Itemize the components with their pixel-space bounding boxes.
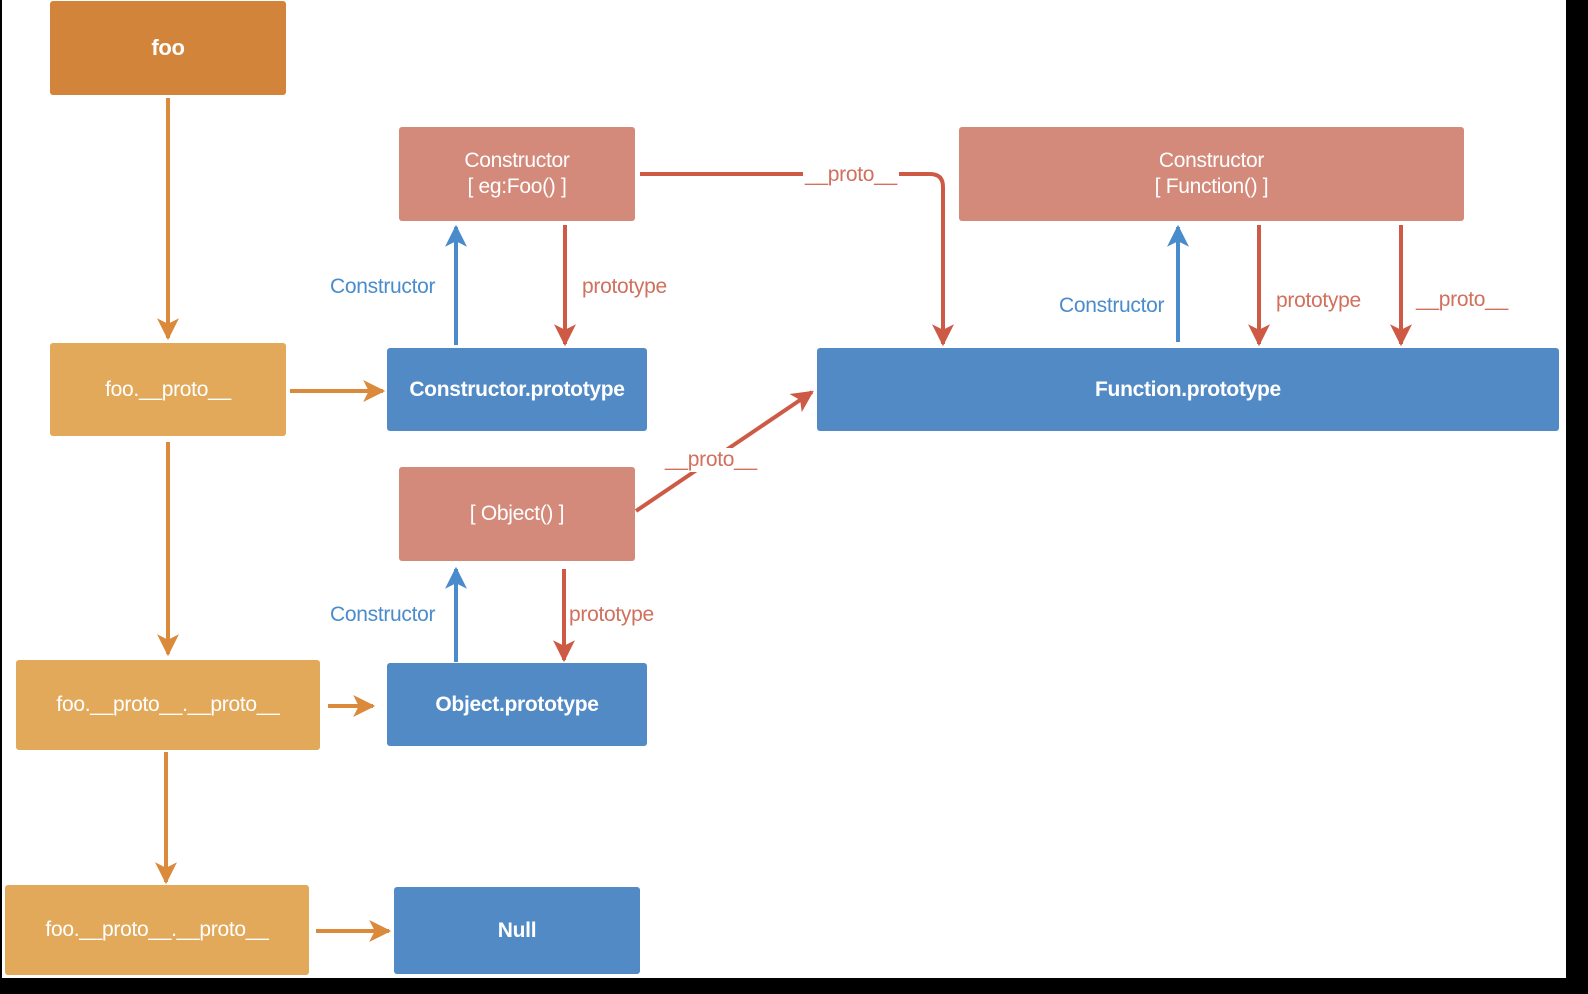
node-constructor-function: Constructor [ Function() ]: [959, 127, 1464, 221]
node-foo-proto-proto-bottom: foo.__proto__.__proto__: [5, 885, 309, 975]
label-foo-prototype: prototype: [582, 275, 667, 298]
node-constructor-foo-line1: Constructor: [464, 149, 570, 172]
node-constructor-function-line1: Constructor: [1158, 149, 1265, 172]
node-null-label: Null: [497, 918, 537, 942]
node-null: Null: [394, 887, 640, 974]
label-func-prototype: prototype: [1276, 289, 1361, 312]
label-object-constructor: Constructor: [330, 603, 436, 626]
node-foo-proto-label: foo.__proto__: [105, 377, 231, 401]
node-foo-proto-proto: foo.__proto__.__proto__: [16, 660, 320, 750]
node-foo-proto-proto-label: foo.__proto__.__proto__: [56, 693, 280, 716]
node-object-constructor: [ Object() ]: [399, 467, 635, 561]
label-func-proto: __proto__: [1416, 288, 1508, 311]
node-foo: foo: [50, 1, 286, 95]
node-constructor-foo-line2: [ eg:Foo() ]: [467, 175, 567, 198]
label-object-prototype: prototype: [569, 603, 654, 626]
node-foo-label: foo: [151, 35, 185, 60]
node-function-prototype: Function.prototype: [817, 348, 1559, 431]
label-func-constructor: Constructor: [1059, 294, 1165, 317]
node-foo-proto: foo.__proto__: [50, 343, 286, 436]
label-foo-ctor-proto: __proto__: [803, 163, 899, 187]
node-object-constructor-label: [ Object() ]: [469, 502, 565, 525]
label-object-proto: __proto__: [664, 448, 758, 472]
node-object-prototype-label: Object.prototype: [435, 692, 599, 716]
node-function-prototype-label: Function.prototype: [1095, 377, 1281, 401]
label-foo-constructor: Constructor: [330, 275, 436, 298]
node-object-prototype: Object.prototype: [387, 663, 647, 746]
node-constructor-function-line2: [ Function() ]: [1154, 175, 1269, 198]
node-constructor-prototype: Constructor.prototype: [387, 348, 647, 431]
node-constructor-prototype-label: Constructor.prototype: [409, 377, 625, 401]
node-constructor-foo: Constructor [ eg:Foo() ]: [399, 127, 635, 221]
node-foo-proto-proto-bottom-label: foo.__proto__.__proto__: [45, 918, 269, 941]
